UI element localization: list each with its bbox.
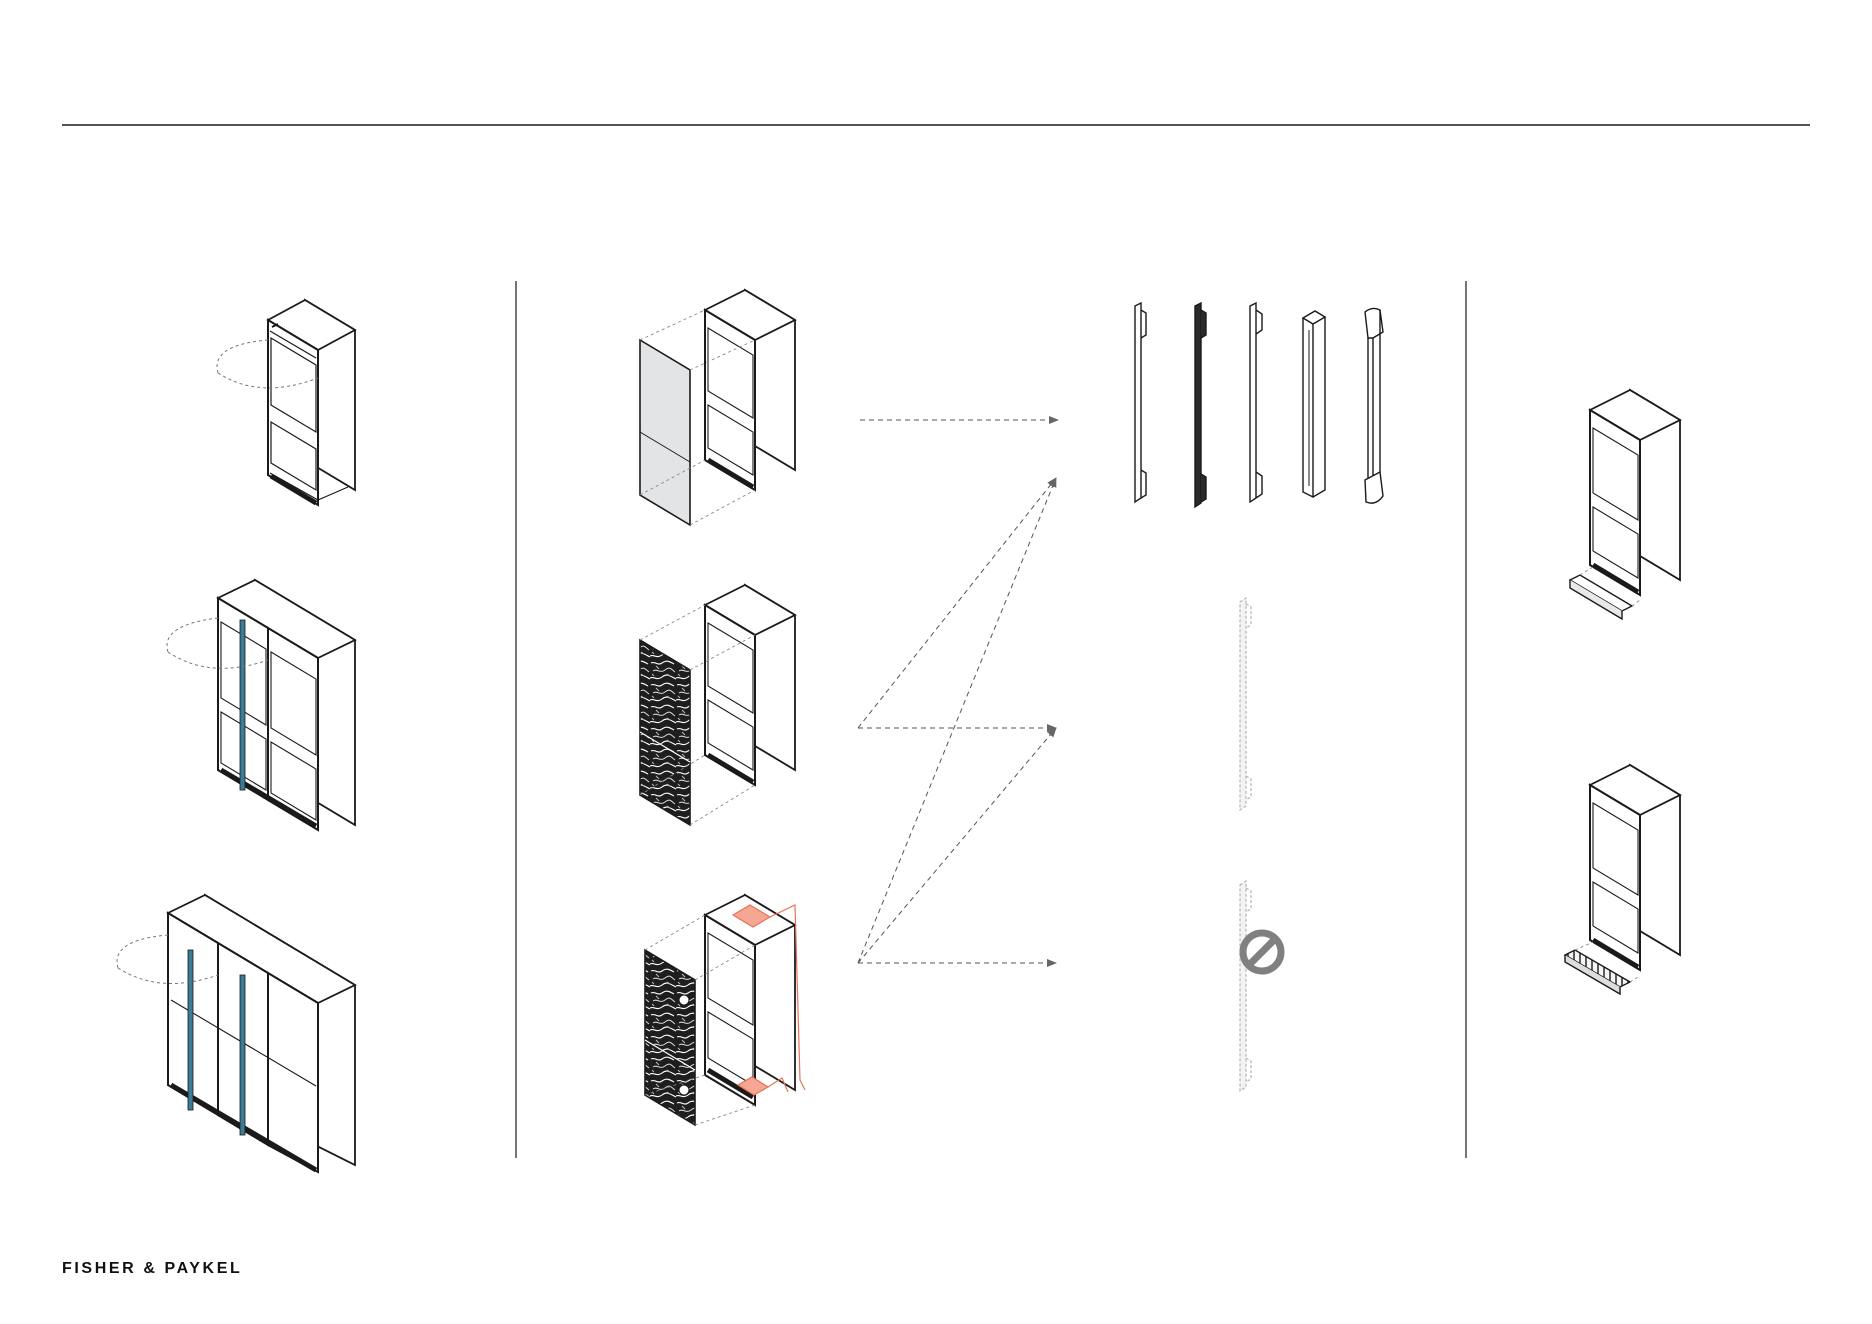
connector-arrow bbox=[858, 478, 1056, 728]
panels-group bbox=[640, 290, 805, 1125]
ghost-handle-2 bbox=[1240, 881, 1281, 1091]
brand-logo: FISHER & PAYKEL bbox=[62, 1260, 242, 1278]
handle-thin-straight bbox=[1135, 303, 1146, 502]
ghost-handle-1 bbox=[1240, 598, 1251, 810]
single-column-fridge bbox=[217, 300, 355, 505]
handle-rounded bbox=[1365, 308, 1383, 503]
vented-kickstrip-fridge bbox=[1565, 765, 1680, 994]
wired-panel-fridge bbox=[645, 895, 805, 1125]
no-entry-icon bbox=[1243, 933, 1281, 971]
installations-group bbox=[117, 300, 355, 1172]
connector-arrow bbox=[858, 728, 1056, 963]
plain-kickstrip-fridge bbox=[1570, 390, 1680, 619]
connector-arrows bbox=[858, 420, 1058, 963]
handle-d-shape bbox=[1303, 311, 1325, 497]
plain-panel-fridge bbox=[640, 290, 795, 525]
handles-group bbox=[1135, 303, 1383, 507]
handle-thin-black bbox=[1195, 303, 1206, 507]
kickstrips-group bbox=[1565, 390, 1680, 994]
marble-panel-fridge bbox=[640, 585, 795, 825]
double-column-fridge bbox=[167, 580, 355, 830]
connector-arrow bbox=[858, 478, 1056, 963]
triple-column-fridge bbox=[117, 895, 355, 1172]
handle-slim bbox=[1250, 303, 1262, 502]
